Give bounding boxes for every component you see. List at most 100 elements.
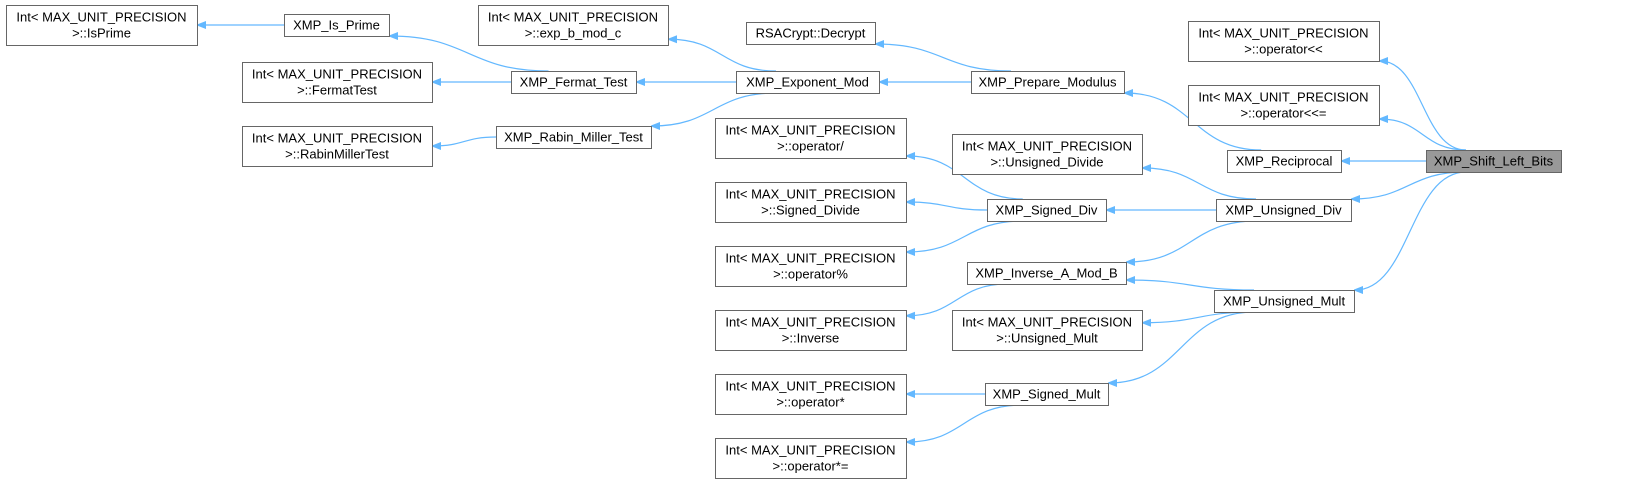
node-box [952,134,1143,175]
node-box [284,14,390,37]
node-int-max-unit-precision-rabinmillertest[interactable]: Int< MAX_UNIT_PRECISION>::RabinMillerTes… [242,126,433,167]
node-label: XMP_Signed_Mult [993,387,1101,402]
edge-n4-to-n2 [390,36,549,72]
node-xmp-signed-div[interactable]: XMP_Signed_Div [987,199,1107,222]
node-rsacrypt-decrypt[interactable]: RSACrypt::Decrypt [746,22,876,45]
node-box [967,262,1127,285]
node-label: XMP_Shift_Left_Bits [1434,154,1554,169]
node-box [736,71,880,94]
node-label: XMP_Rabin_Miller_Test [504,130,643,145]
node-xmp-reciprocal[interactable]: XMP_Reciprocal [1227,150,1342,173]
node-label: >::operator<<= [1240,106,1326,121]
node-label: Int< MAX_UNIT_PRECISION [488,10,658,25]
node-xmp-inverse-a-mod-b[interactable]: XMP_Inverse_A_Mod_B [967,262,1127,285]
node-box [1188,21,1380,62]
node-label: XMP_Inverse_A_Mod_B [975,266,1117,281]
nodes-layer: Int< MAX_UNIT_PRECISION>::IsPrimeXMP_Is_… [6,5,1562,479]
node-box [715,310,907,351]
edge-n25-to-n19 [1127,220,1257,262]
node-box [1216,199,1352,222]
node-int-max-unit-precision-unsigned-mult[interactable]: Int< MAX_UNIT_PRECISION>::Unsigned_Mult [952,310,1143,351]
node-box [971,71,1125,94]
node-label: >::Unsigned_Divide [990,155,1103,170]
node-int-max-unit-precision-isprime[interactable]: Int< MAX_UNIT_PRECISION>::IsPrime [6,5,198,46]
node-label: Int< MAX_UNIT_PRECISION [1198,90,1368,105]
edge-n18-to-n11 [907,156,1023,200]
edge-n18-to-n12 [907,202,988,211]
edge-n19-to-n14 [907,283,1008,316]
node-label: Int< MAX_UNIT_PRECISION [962,315,1132,330]
node-box [242,62,433,103]
node-xmp-unsigned-mult[interactable]: XMP_Unsigned_Mult [1214,290,1355,313]
node-label: Int< MAX_UNIT_PRECISION [725,315,895,330]
node-int-max-unit-precision-operator[interactable]: Int< MAX_UNIT_PRECISION>::operator* [715,374,907,415]
node-int-max-unit-precision-fermattest[interactable]: Int< MAX_UNIT_PRECISION>::FermatTest [242,62,433,103]
node-label: Int< MAX_UNIT_PRECISION [725,187,895,202]
node-box [1426,150,1562,173]
node-label: >::IsPrime [72,26,131,41]
node-label: >::operator* [776,395,844,410]
edge-n26-to-n21 [1109,311,1255,383]
edge-n25-to-n17 [1143,168,1257,200]
node-int-max-unit-precision-exp-b-mod-c[interactable]: Int< MAX_UNIT_PRECISION>::exp_b_mod_c [478,5,669,46]
node-xmp-exponent-mod[interactable]: XMP_Exponent_Mod [736,71,880,94]
node-box [952,310,1143,351]
edge-n8-to-n7 [669,39,777,72]
node-label: XMP_Is_Prime [293,18,380,33]
node-label: XMP_Exponent_Mod [746,75,869,90]
edge-n8-to-n6 [652,92,777,126]
node-xmp-unsigned-div[interactable]: XMP_Unsigned_Div [1216,199,1352,222]
node-box [511,71,637,94]
node-xmp-fermat-test[interactable]: XMP_Fermat_Test [511,71,637,94]
node-label: Int< MAX_UNIT_PRECISION [725,251,895,266]
node-int-max-unit-precision-operator[interactable]: Int< MAX_UNIT_PRECISION>::operator*= [715,438,907,479]
node-box [715,182,907,223]
node-label: >::operator/ [777,139,844,154]
node-xmp-is-prime[interactable]: XMP_Is_Prime [284,14,390,37]
edge-n27-to-n23 [1380,119,1467,151]
edge-n21-to-n16 [907,404,1022,442]
node-label: XMP_Unsigned_Mult [1223,294,1346,309]
edges-layer [198,25,1467,442]
node-label: >::exp_b_mod_c [525,26,622,41]
node-box [242,126,433,167]
edge-n27-to-n26 [1355,171,1467,290]
node-label: >::operator*= [773,459,849,474]
node-label: >::RabinMillerTest [285,147,389,162]
node-xmp-prepare-modulus[interactable]: XMP_Prepare_Modulus [971,71,1125,94]
node-label: XMP_Fermat_Test [520,75,628,90]
node-int-max-unit-precision-operator[interactable]: Int< MAX_UNIT_PRECISION>::operator<<= [1188,85,1380,126]
node-label: >::Unsigned_Mult [996,331,1098,346]
node-box [478,5,669,46]
edge-n27-to-n22 [1380,61,1467,151]
node-box [1227,150,1342,173]
node-label: >::operator<< [1244,42,1322,57]
node-int-max-unit-precision-operator[interactable]: Int< MAX_UNIT_PRECISION>::operator% [715,246,907,287]
node-label: XMP_Reciprocal [1236,154,1333,169]
node-box [715,246,907,287]
node-box [715,118,907,159]
node-label: XMP_Unsigned_Div [1225,203,1342,218]
node-xmp-rabin-miller-test[interactable]: XMP_Rabin_Miller_Test [496,126,652,149]
node-label: Int< MAX_UNIT_PRECISION [16,10,186,25]
node-int-max-unit-precision-operator[interactable]: Int< MAX_UNIT_PRECISION>::operator<< [1188,21,1380,62]
node-box [746,22,876,45]
node-label: XMP_Prepare_Modulus [978,75,1117,90]
edge-n27-to-n25 [1352,171,1467,199]
edge-n10-to-n9 [876,44,1012,72]
node-int-max-unit-precision-unsigned-divide[interactable]: Int< MAX_UNIT_PRECISION>::Unsigned_Divid… [952,134,1143,175]
node-xmp-signed-mult[interactable]: XMP_Signed_Mult [985,383,1109,406]
node-box [496,126,652,149]
node-box [6,5,198,46]
node-label: >::FermatTest [297,83,377,98]
node-int-max-unit-precision-inverse[interactable]: Int< MAX_UNIT_PRECISION>::Inverse [715,310,907,351]
node-label: Int< MAX_UNIT_PRECISION [725,123,895,138]
node-int-max-unit-precision-operator[interactable]: Int< MAX_UNIT_PRECISION>::operator/ [715,118,907,159]
node-label: Int< MAX_UNIT_PRECISION [1198,26,1368,41]
node-label: Int< MAX_UNIT_PRECISION [725,443,895,458]
node-box [985,383,1109,406]
node-label: Int< MAX_UNIT_PRECISION [725,379,895,394]
node-xmp-shift-left-bits[interactable]: XMP_Shift_Left_Bits [1426,150,1562,173]
node-int-max-unit-precision-signed-divide[interactable]: Int< MAX_UNIT_PRECISION>::Signed_Divide [715,182,907,223]
